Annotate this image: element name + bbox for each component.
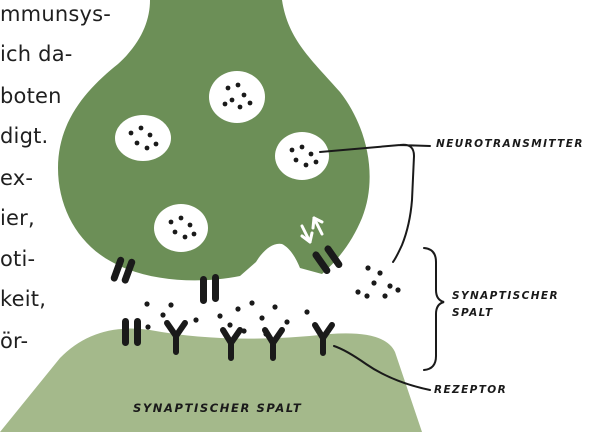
synaptic-cleft-brace: [424, 248, 444, 370]
synaptic-cleft-bottom-label: SYNAPTISCHER SPALT: [133, 401, 302, 415]
postsynaptic-neuron: [0, 329, 422, 432]
presynaptic-terminal: [58, 0, 370, 280]
synaptic-vesicle: [115, 115, 171, 161]
synaptic-vesicle: [154, 204, 208, 252]
synaptic-vesicle: [209, 71, 265, 123]
synaptic-vesicle: [275, 132, 329, 180]
neurotransmitter-label: NEUROTRANSMITTER: [436, 138, 584, 150]
synaptic-cleft-side-label-line2: SPALT: [452, 307, 494, 319]
receptor-label: REZEPTOR: [434, 384, 507, 396]
synaptic-cleft-side-label-line1: SYNAPTISCHER: [452, 290, 559, 302]
